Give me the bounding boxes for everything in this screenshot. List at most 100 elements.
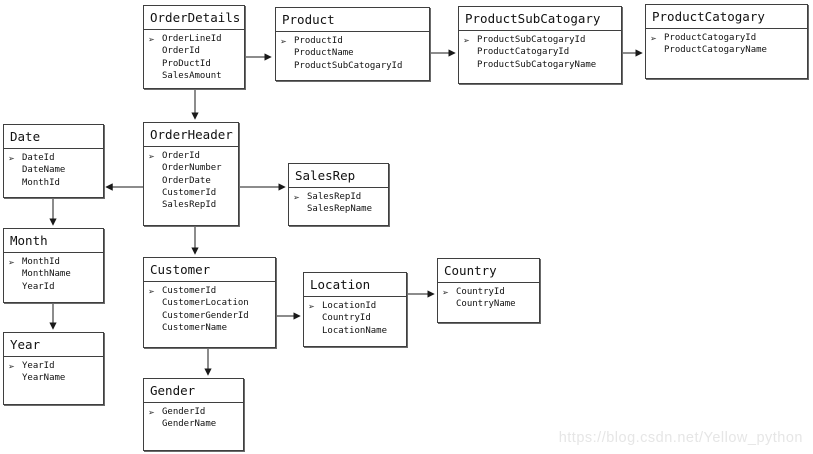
- field-name: OrderId: [162, 151, 200, 162]
- entity-title: Product: [276, 8, 429, 32]
- entity-title: OrderDetails: [144, 6, 244, 30]
- field-row: CustomerLocation: [148, 297, 273, 309]
- field-name: LocationName: [322, 325, 388, 336]
- field-row: OrderNumber: [148, 162, 236, 174]
- primary-key-arrow-icon: ➢: [308, 301, 315, 311]
- field-row: ProductCatogaryId: [463, 46, 619, 58]
- entity-title: Gender: [144, 379, 243, 403]
- field-name: SalesRepId: [307, 192, 362, 203]
- field-name: ProductCatogaryName: [664, 45, 767, 56]
- field-name: ProductName: [294, 48, 354, 59]
- field-row: MonthId: [8, 177, 101, 189]
- field-row: ➢ ProductCatogaryId: [650, 32, 805, 44]
- field-row: ProductSubCatogaryId: [280, 60, 427, 72]
- field-name: ProductSubCatogaryName: [477, 59, 597, 70]
- primary-key-arrow-icon: ➢: [463, 35, 470, 45]
- field-row: OrderDate: [148, 175, 236, 187]
- primary-key-arrow-icon: ➢: [650, 33, 657, 43]
- field-name: ProductSubCatogaryId: [294, 60, 403, 71]
- field-row: GenderName: [148, 418, 241, 430]
- primary-key-arrow-icon: ➢: [8, 153, 15, 163]
- field-name: DateName: [22, 165, 66, 176]
- field-row: CustomerName: [148, 322, 273, 334]
- field-name: ProDuctId: [162, 58, 211, 69]
- entity-title: Month: [4, 229, 103, 253]
- field-name: ProductId: [294, 36, 343, 47]
- field-row: ➢YearId: [8, 360, 101, 372]
- field-row: ProductSubCatogaryName: [463, 59, 619, 71]
- field-row: CountryName: [442, 298, 537, 310]
- entity-productsubcatogary[interactable]: ProductSubCatogary ➢ProductSubCatogaryId…: [458, 6, 622, 84]
- field-name: CustomerId: [162, 286, 217, 297]
- field-row: ➢ OrderLineId: [148, 33, 242, 45]
- field-name: GenderName: [162, 419, 217, 430]
- field-name: OrderLineId: [162, 34, 222, 45]
- field-name: MonthId: [22, 177, 60, 188]
- field-name: MonthName: [22, 269, 71, 280]
- field-row: ProDuctId: [148, 58, 242, 70]
- field-row: CustomerGenderId: [148, 310, 273, 322]
- field-name: CustomerLocation: [162, 298, 249, 309]
- field-row: LocationName: [308, 325, 404, 337]
- field-name: ProductSubCatogaryId: [477, 35, 586, 46]
- field-row: ➢ProductId: [280, 35, 427, 47]
- field-name: CountryId: [322, 313, 371, 324]
- entity-title: Country: [438, 259, 539, 283]
- primary-key-arrow-icon: ➢: [442, 287, 449, 297]
- field-name: ProductCatogaryId: [664, 33, 757, 44]
- field-row: YearId: [8, 281, 101, 293]
- field-row: ➢ CustomerId: [148, 285, 273, 297]
- field-row: ➢ DateId: [8, 152, 101, 164]
- field-row: SalesRepName: [293, 203, 386, 215]
- entity-title: ProductCatogary: [646, 5, 807, 29]
- field-name: OrderNumber: [162, 163, 222, 174]
- field-name: MonthId: [22, 257, 60, 268]
- field-row: MonthName: [8, 268, 101, 280]
- field-name: LocationId: [322, 301, 377, 312]
- primary-key-arrow-icon: ➢: [8, 257, 15, 267]
- field-row: SalesAmount: [148, 70, 242, 82]
- field-row: SalesRepId: [148, 199, 236, 211]
- entity-title: SalesRep: [289, 164, 388, 188]
- entity-title: Location: [304, 273, 406, 297]
- field-name: CountryName: [456, 299, 516, 310]
- field-row: ➢ SalesRepId: [293, 191, 386, 203]
- field-row: ➢ MonthId: [8, 256, 101, 268]
- field-name: SalesRepName: [307, 204, 373, 215]
- field-name: CountryId: [456, 287, 505, 298]
- field-name: DateId: [22, 153, 55, 164]
- primary-key-arrow-icon: ➢: [148, 286, 155, 296]
- field-row: ➢OrderId: [148, 150, 236, 162]
- entity-title: Date: [4, 125, 103, 149]
- field-row: ➢ ProductSubCatogaryId: [463, 34, 619, 46]
- field-name: OrderDate: [162, 175, 211, 186]
- primary-key-arrow-icon: ➢: [148, 34, 155, 44]
- field-name: YearName: [22, 373, 66, 384]
- field-row: YearName: [8, 372, 101, 384]
- field-row: CountryId: [308, 312, 404, 324]
- entity-title: OrderHeader: [144, 123, 238, 147]
- field-row: ProductName: [280, 47, 427, 59]
- field-row: ➢ CountryId: [442, 286, 537, 298]
- primary-key-arrow-icon: ➢: [293, 192, 300, 202]
